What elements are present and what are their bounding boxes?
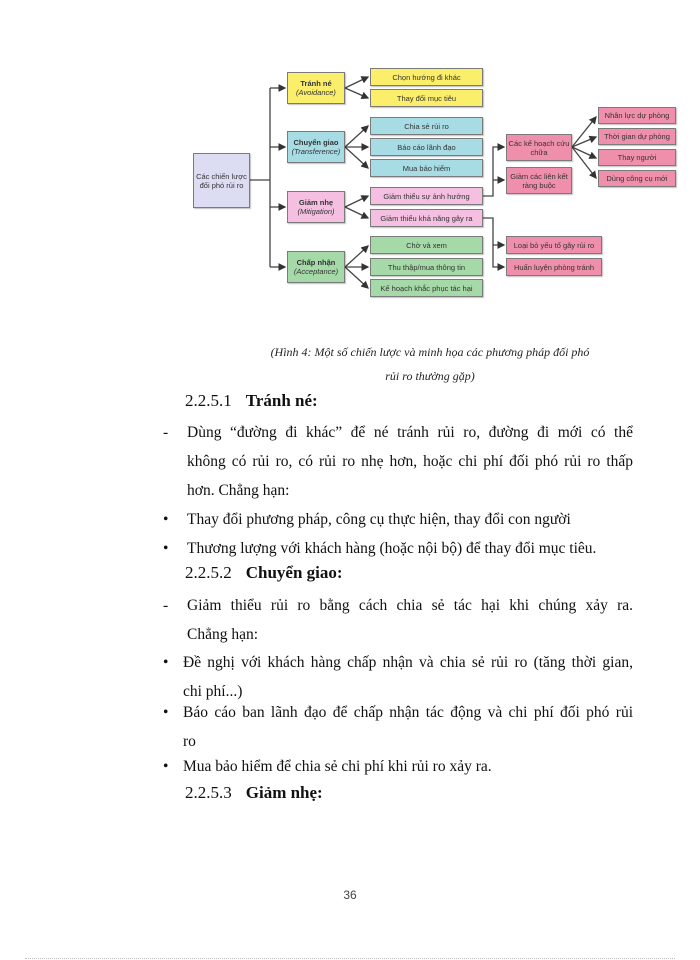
- strategy-subtitle: (Avoidance): [296, 88, 336, 97]
- strategy-mitigation: Giảm nhẹ(Mitigation): [287, 191, 345, 223]
- action-box: Giảm thiểu sự ảnh hưởng: [370, 187, 483, 205]
- strategy-transference: Chuyển giao(Transference): [287, 131, 345, 163]
- root-node: Các chiến lược đối phó rủi ro: [193, 153, 250, 208]
- rescue-item: Thay người: [598, 149, 676, 166]
- section-heading: 2.2.5.3 Giảm nhẹ:: [185, 783, 323, 803]
- risk-strategy-diagram: Các chiến lược đối phó rủi ro Tránh né(A…: [0, 0, 700, 310]
- bullet-item: Mua bảo hiểm để chia sẻ chi phí khi rủi …: [183, 758, 492, 775]
- section-number: 2.2.5.3: [185, 783, 232, 802]
- text-line: ro: [183, 733, 196, 750]
- strategy-avoidance: Tránh né(Avoidance): [287, 72, 345, 104]
- text-line: chi phí...): [183, 683, 243, 700]
- action-box: Thay đổi mục tiêu: [370, 89, 483, 107]
- strategy-title: Giảm nhẹ: [298, 198, 334, 207]
- root-label: Các chiến lược đối phó rủi ro: [196, 171, 247, 190]
- action-box: Chọn hướng đi khác: [370, 68, 483, 86]
- strategy-acceptance: Chấp nhận(Acceptance): [287, 251, 345, 283]
- action-box: Báo cáo lãnh đạo: [370, 138, 483, 156]
- section-title: Tránh né:: [245, 391, 318, 410]
- rescue-plan-box: Các kế hoạch cứu chữa: [506, 134, 572, 161]
- bullet-item: Báo cáo ban lãnh đạo để chấp nhận tác độ…: [183, 698, 633, 756]
- text-line: Báo cáo ban lãnh đạo để chấp nhận tác độ…: [183, 704, 633, 721]
- text-line: Đề nghị với khách hàng chấp nhận và chia…: [183, 654, 633, 671]
- strategy-subtitle: (Mitigation): [297, 207, 335, 216]
- strategy-subtitle: (Transference): [291, 147, 341, 156]
- strategy-subtitle: (Acceptance): [293, 267, 339, 276]
- text-line: Chẳng hạn:: [187, 626, 259, 643]
- strategy-title: Chấp nhận: [296, 258, 336, 267]
- reduce-links-box: Giảm các liên kết ràng buộc: [506, 167, 572, 194]
- section-heading: 2.2.5.1 Tránh né:: [185, 391, 318, 411]
- text-line: Giảm thiểu rủi ro bằng cách chia sẻ tác …: [187, 597, 633, 614]
- text-line: không có rủi ro, có rủi ro nhẹ hơn, hoặc…: [187, 453, 633, 470]
- likelihood-item: Loại bỏ yếu tố gây rủi ro: [506, 236, 602, 254]
- section-title: Chuyển giao:: [245, 563, 343, 582]
- diagram-connectors: [250, 76, 598, 289]
- text-line: Dùng “đường đi khác” để né tránh rủi ro,…: [187, 424, 633, 441]
- action-box: Kế hoạch khắc phục tác hại: [370, 279, 483, 297]
- section-number: 2.2.5.2: [185, 563, 232, 582]
- page-number: 36: [343, 888, 357, 902]
- bullet-marker: •: [163, 758, 169, 775]
- figure-caption-line1: (Hình 4: Một số chiến lược và minh họa c…: [270, 345, 590, 359]
- bullet-item: Thương lượng với khách hàng (hoặc nội bộ…: [187, 540, 597, 557]
- bullet-marker: •: [163, 654, 169, 671]
- section-title: Giảm nhẹ:: [245, 783, 323, 802]
- figure-caption-line2: rủi ro thường gặp): [385, 369, 475, 383]
- dash-marker: -: [163, 597, 169, 614]
- bullet-item: Đề nghị với khách hàng chấp nhận và chia…: [183, 648, 633, 706]
- bullet-item: Thay đổi phương pháp, công cụ thực hiện,…: [187, 511, 571, 528]
- rescue-item: Thời gian dự phòng: [598, 128, 676, 145]
- action-box: Giảm thiểu khả năng gây ra: [370, 209, 483, 227]
- likelihood-item: Huấn luyện phòng tránh: [506, 258, 602, 276]
- action-box: Chờ và xem: [370, 236, 483, 254]
- action-box: Chia sẻ rủi ro: [370, 117, 483, 135]
- section-number: 2.2.5.1: [185, 391, 232, 410]
- rescue-item: Dùng công cụ mới: [598, 170, 676, 187]
- dash-marker: -: [163, 424, 169, 441]
- action-box: Mua bảo hiểm: [370, 159, 483, 177]
- paragraph: Dùng “đường đi khác” để né tránh rủi ro,…: [187, 418, 633, 505]
- strategy-title: Tránh né: [300, 79, 332, 88]
- paragraph: Giảm thiểu rủi ro bằng cách chia sẻ tác …: [187, 591, 633, 649]
- action-box: Thu thập/mua thông tin: [370, 258, 483, 276]
- page-bottom-border: [25, 958, 675, 959]
- bullet-marker: •: [163, 704, 169, 721]
- text-line: hơn. Chẳng hạn:: [187, 482, 290, 499]
- strategy-title: Chuyển giao: [293, 138, 339, 147]
- rescue-item: Nhân lực dự phòng: [598, 107, 676, 124]
- section-heading: 2.2.5.2 Chuyển giao:: [185, 563, 343, 583]
- bullet-marker: •: [163, 540, 169, 557]
- bullet-marker: •: [163, 511, 169, 528]
